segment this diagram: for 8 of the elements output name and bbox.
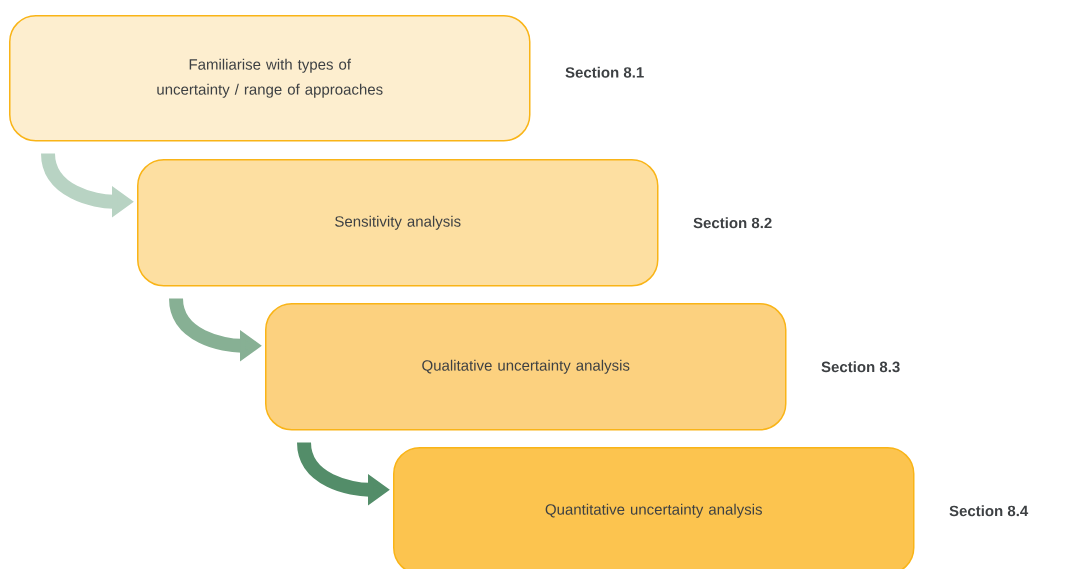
section-label: Section 8.1 <box>565 66 644 78</box>
section-label: Section 8.4 <box>949 505 1029 517</box>
process-box: Sensitivity analysis <box>137 159 659 287</box>
section-label: Section 8.3 <box>821 361 900 373</box>
process-box: Quantitative uncertainty analysis <box>393 447 915 569</box>
process-box: Qualitative uncertainty analysis <box>265 303 787 431</box>
section-label: Section 8.2 <box>693 217 772 229</box>
process-box: Familiarise with types of uncertainty / range of approaches <box>9 15 531 142</box>
